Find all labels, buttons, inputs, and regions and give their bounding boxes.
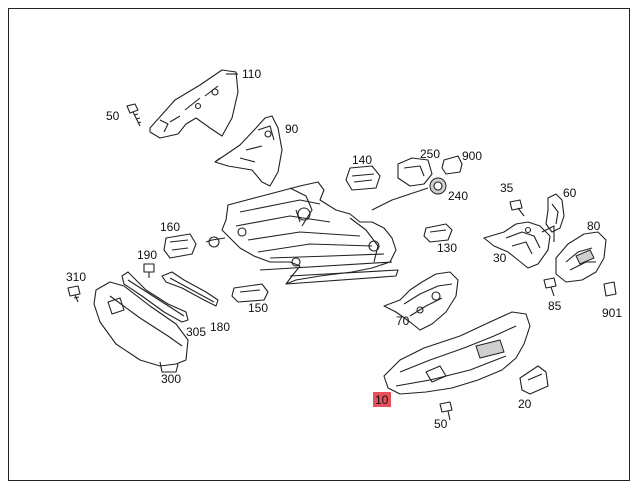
label-150[interactable]: 150 [248, 301, 268, 315]
part-305-rail[interactable] [121, 271, 189, 323]
label-250[interactable]: 250 [420, 147, 440, 161]
part-140[interactable] [345, 165, 381, 191]
label-190[interactable]: 190 [137, 248, 157, 262]
label-160[interactable]: 160 [160, 220, 180, 234]
label-130[interactable]: 130 [437, 241, 457, 255]
part-110[interactable] [149, 69, 239, 139]
label-85[interactable]: 85 [548, 299, 562, 313]
part-300-cover[interactable] [93, 281, 189, 373]
part-190[interactable] [143, 263, 155, 278]
label-80[interactable]: 80 [587, 219, 601, 233]
label-50-top[interactable]: 50 [106, 109, 120, 123]
label-240[interactable]: 240 [448, 189, 468, 203]
part-180-rail[interactable] [161, 271, 219, 307]
part-160[interactable] [163, 233, 197, 259]
label-30[interactable]: 30 [493, 251, 507, 265]
label-180[interactable]: 180 [210, 320, 230, 334]
part-30[interactable] [483, 221, 555, 269]
part-85-screw[interactable] [543, 277, 557, 297]
part-50-screw-bottom[interactable] [439, 401, 453, 421]
label-60[interactable]: 60 [563, 186, 577, 200]
label-300[interactable]: 300 [161, 372, 181, 386]
part-20[interactable] [519, 365, 549, 395]
part-35-screw[interactable] [509, 199, 525, 217]
label-110[interactable]: 110 [242, 67, 261, 81]
label-20[interactable]: 20 [518, 397, 532, 411]
part-10-panel[interactable] [383, 311, 531, 395]
label-310[interactable]: 310 [66, 270, 86, 284]
label-35[interactable]: 35 [500, 181, 514, 195]
label-10[interactable]: 10 [375, 393, 389, 407]
label-900[interactable]: 900 [462, 149, 482, 163]
part-70[interactable] [383, 271, 459, 331]
seat-frame[interactable] [205, 181, 399, 285]
label-140[interactable]: 140 [352, 153, 372, 167]
part-900[interactable] [441, 155, 463, 175]
part-901[interactable] [603, 281, 617, 297]
part-80[interactable] [555, 231, 607, 283]
label-90[interactable]: 90 [285, 122, 299, 136]
part-150[interactable] [231, 283, 269, 303]
part-50-screw-top[interactable] [126, 103, 142, 127]
part-130[interactable] [423, 223, 453, 243]
label-305[interactable]: 305 [186, 325, 206, 339]
part-60[interactable] [545, 193, 565, 233]
part-310-screw[interactable] [67, 285, 81, 303]
label-50-bottom[interactable]: 50 [434, 417, 448, 431]
part-250[interactable] [371, 157, 433, 211]
part-90[interactable] [214, 115, 283, 187]
highlight-marker [373, 392, 391, 407]
part-240[interactable] [429, 177, 447, 195]
label-901[interactable]: 901 [602, 306, 622, 320]
label-70[interactable]: 70 [396, 314, 410, 328]
diagram-frame [8, 8, 630, 481]
